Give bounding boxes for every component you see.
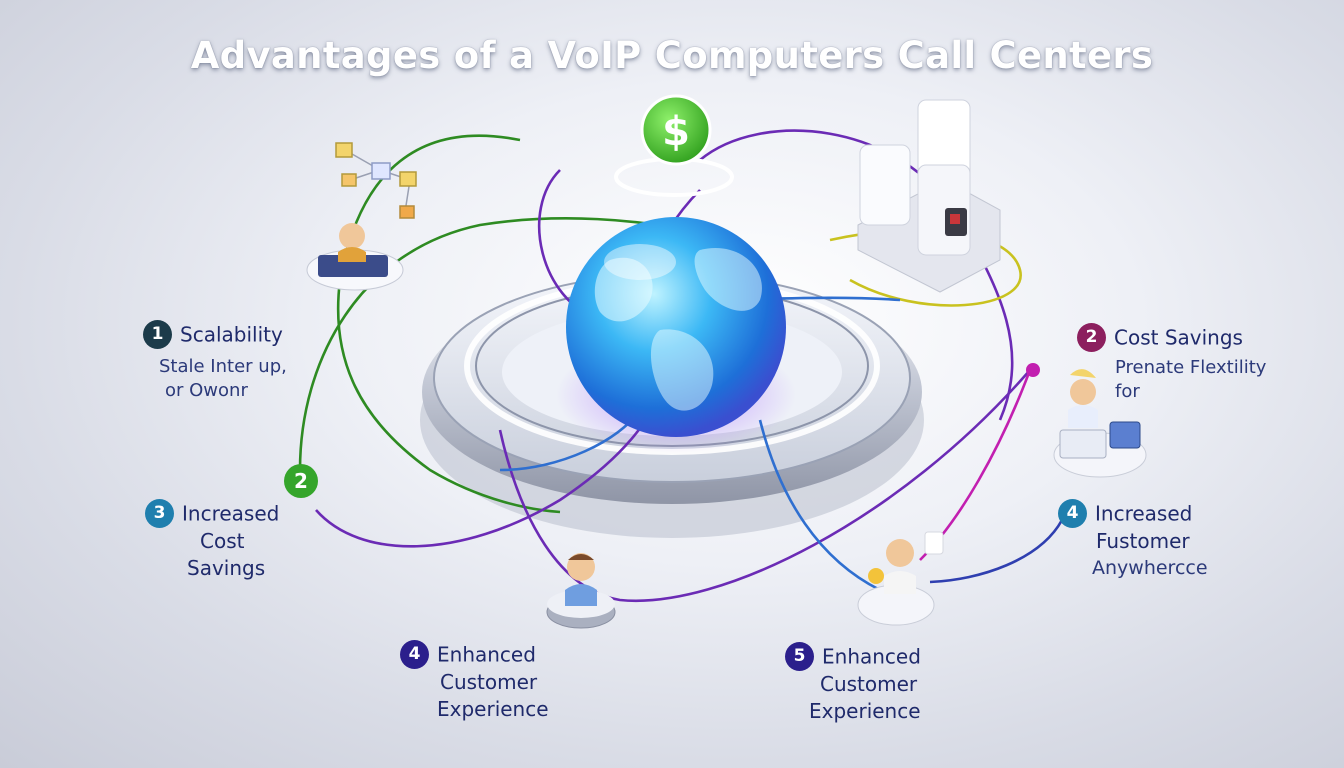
feature-enhanced-experience-left: 4 Enhanced Customer Experience <box>400 640 549 723</box>
connection-line-green <box>298 217 701 471</box>
feature-description-line: or Owonr <box>165 380 248 401</box>
feature-description-line: Experience <box>809 699 921 723</box>
feature-heading: Increased <box>182 501 280 526</box>
feature-description-line: Customer <box>440 670 538 694</box>
feature-increased-cost-savings: 3 Increased Cost Savings <box>145 499 279 582</box>
dollar-icon <box>640 94 712 166</box>
feature-scalability: 1 Scalability Stale Inter up, or Owonr <box>143 320 287 403</box>
feature-heading: Cost Savings <box>1114 325 1243 350</box>
feature-heading: Increased <box>1095 501 1193 526</box>
feature-description-line: Savings <box>187 556 266 580</box>
connection-lines <box>298 129 1064 603</box>
feature-description-line: Stale Inter up, <box>159 356 287 377</box>
feature-number-badge: 4 <box>400 640 429 669</box>
connection-line-purple <box>315 399 662 548</box>
connector-node <box>1026 363 1040 377</box>
feature-description-line: Fustomer <box>1096 529 1190 553</box>
feature-heading: Enhanced <box>437 642 536 667</box>
person-at-desk-icon <box>306 223 404 291</box>
feature-cost-savings: 2 Cost Savings Prenate Flextility for <box>1077 323 1266 404</box>
feature-number-badge: 4 <box>1058 499 1087 528</box>
page-title: Advantages of a VoIP Computers Call Cent… <box>190 34 1154 77</box>
connection-line-blue <box>758 419 881 592</box>
feature-description-line: Prenate Flextility <box>1115 357 1267 378</box>
feature-number-badge: 3 <box>145 499 174 528</box>
connection-line-purple <box>498 369 1031 603</box>
feature-number-badge: 1 <box>143 320 172 349</box>
connection-line-blue <box>929 519 1064 584</box>
connection-line-green <box>336 134 561 514</box>
feature-increased-customer: 4 Increased Fustomer Anywhercce <box>1058 499 1208 582</box>
server-icon <box>857 99 1001 293</box>
person-at-desk-icon <box>546 553 616 629</box>
feature-description-line: Experience <box>437 697 549 721</box>
floating-number-badge: 2 <box>284 464 318 498</box>
feature-description-line: for <box>1115 381 1140 402</box>
person-at-desk-icon <box>1053 369 1147 478</box>
network-icon <box>335 142 417 219</box>
feature-description-line: Customer <box>820 672 918 696</box>
dollar-symbol: $ <box>662 109 690 155</box>
feature-enhanced-experience-right: 5 Enhanced Customer Experience <box>785 642 921 725</box>
globe-icon <box>566 217 786 437</box>
person-at-desk-icon <box>857 531 944 626</box>
feature-heading: Scalability <box>180 322 283 347</box>
feature-number-badge: 2 <box>1077 323 1106 352</box>
feature-number-badge: 5 <box>785 642 814 671</box>
feature-description-line: Cost <box>200 529 245 553</box>
feature-description-line: Anywhercce <box>1092 557 1208 579</box>
feature-heading: Enhanced <box>822 644 921 669</box>
